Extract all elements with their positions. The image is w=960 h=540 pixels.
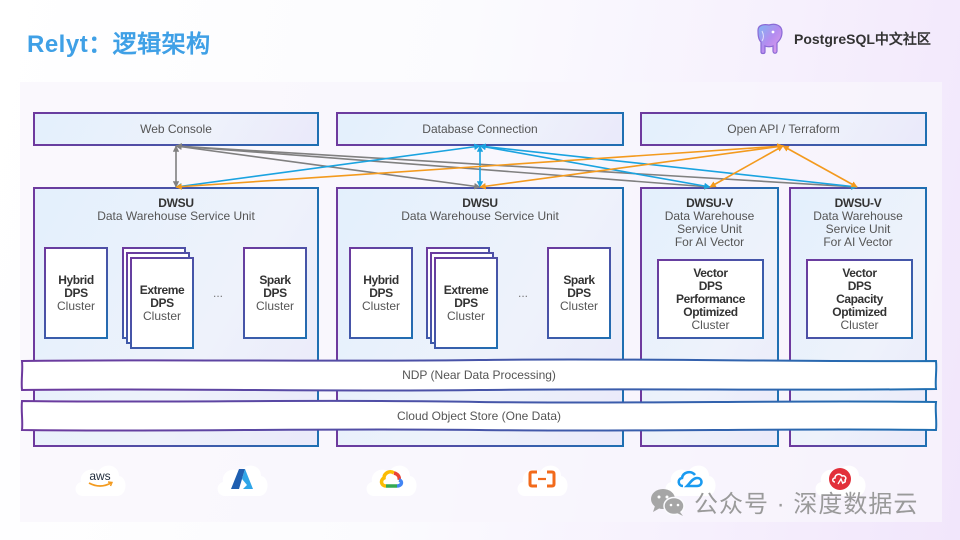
cluster-line: DPS (698, 278, 723, 293)
cloud-badge (75, 465, 126, 496)
cluster-line: Hybrid (363, 272, 399, 287)
brand-name: PostgreSQL中文社区 (794, 31, 931, 47)
cluster-line: Hybrid (58, 272, 94, 287)
postgresql-elephant-icon (757, 23, 783, 55)
watermark: 公众号 · 深度数据云 (650, 484, 918, 519)
cluster-line: Capacity (836, 291, 883, 306)
unit-subtitle: Service Unit (677, 222, 742, 236)
unit-name: DWSU-V (834, 196, 882, 210)
ndp-layer: NDP (Near Data Processing) (20, 358, 938, 392)
database-connection-label: Database Connection (422, 122, 538, 136)
unit-header: DWSU Data Warehouse Service Unit (35, 197, 317, 223)
cluster-line: Spark (259, 272, 291, 287)
web-console-box: Web Console (33, 112, 319, 146)
cluster-line: DPS (150, 295, 174, 310)
cloud-badge (217, 465, 268, 496)
cluster-line: Cluster (142, 308, 181, 323)
tencent-cloud-provider (661, 458, 719, 500)
unit-subtitle: For AI Vector (674, 235, 745, 249)
cluster-line: Cluster (559, 298, 598, 313)
more-clusters-ellipsis: ... (213, 286, 224, 300)
hybrid-dps-cluster: Hybrid DPS Cluster (44, 247, 108, 339)
aws-provider: aws (71, 458, 129, 500)
ndp-layer-shape (20, 358, 938, 392)
storage-layer-shape (20, 399, 938, 432)
storage-label: Cloud Object Store (One Data) (396, 409, 562, 423)
cluster-line: Vector (842, 265, 877, 280)
dwsu-unit-2: DWSU Data Warehouse Service Unit Hybrid … (336, 187, 624, 447)
extreme-dps-cluster: Extreme DPS Cluster (130, 257, 194, 349)
cluster-line: DPS (64, 285, 88, 300)
storage-layer: Cloud Object Store (One Data) (20, 399, 938, 433)
cloud-badge (366, 465, 417, 496)
open-api-box: Open API / Terraform (640, 112, 927, 146)
brand: PostgreSQL中文社区 (752, 22, 931, 56)
cluster-line: DPS (567, 285, 591, 300)
unit-header: DWSU-V Data Warehouse Service Unit For A… (791, 197, 925, 249)
unit-header: DWSU Data Warehouse Service Unit (338, 197, 622, 223)
unit-name: DWSU (158, 196, 194, 210)
unit-subtitle: Data Warehouse (813, 209, 903, 223)
huawei-cloud-icon (829, 468, 851, 490)
unit-header: DWSU-V Data Warehouse Service Unit For A… (642, 197, 777, 249)
cluster-line: DPS (263, 285, 287, 300)
cluster-line: Vector (693, 265, 728, 280)
cluster-line: Extreme (443, 282, 489, 297)
huawei-cloud-provider (811, 458, 869, 500)
hybrid-dps-cluster: Hybrid DPS Cluster (349, 247, 413, 339)
cluster-line: Cluster (361, 298, 400, 313)
ndp-label: NDP (Near Data Processing) (402, 368, 556, 382)
wechat-icon (651, 488, 685, 516)
tencent-cloud-icon (677, 470, 703, 488)
unit-subtitle: Data Warehouse (664, 209, 755, 223)
azure-provider (213, 458, 271, 500)
cluster-line: DPS (369, 285, 393, 300)
unit-subtitle: For AI Vector (823, 235, 893, 249)
google-cloud-provider (362, 458, 420, 500)
azure-icon (231, 469, 253, 489)
cluster-line: Cluster (840, 317, 879, 332)
google-cloud-icon (379, 470, 404, 488)
vector-performance-cluster: Vector DPS Performance Optimized Cluster (657, 259, 764, 339)
spark-dps-cluster: Spark DPS Cluster (547, 247, 611, 339)
spark-dps-cluster: Spark DPS Cluster (243, 247, 307, 339)
extreme-dps-cluster: Extreme DPS Cluster (434, 257, 498, 349)
cluster-line: Optimized (683, 304, 738, 319)
unit-name: DWSU (462, 196, 498, 210)
dwsu-unit-1: DWSU Data Warehouse Service Unit Hybrid … (33, 187, 319, 447)
alibaba-cloud-provider (513, 458, 571, 500)
unit-subtitle: Service Unit (825, 222, 891, 236)
aws-icon: aws (88, 469, 114, 487)
cluster-line: Performance (676, 291, 745, 306)
cluster-line: Spark (563, 272, 595, 287)
unit-subtitle: Data Warehouse Service Unit (401, 209, 559, 223)
aws-text: aws (89, 469, 110, 483)
vector-capacity-cluster: Vector DPS Capacity Optimized Cluster (806, 259, 913, 339)
cluster-line: DPS (847, 278, 872, 293)
cluster-line: Optimized (832, 304, 887, 319)
cluster-line: Extreme (139, 282, 185, 297)
cluster-line: Cluster (446, 308, 485, 323)
unit-name: DWSU-V (686, 196, 733, 210)
slide-title: Relyt：逻辑架构 (27, 31, 211, 58)
cluster-line: Cluster (691, 317, 730, 332)
database-connection-box: Database Connection (336, 112, 624, 146)
web-console-label: Web Console (140, 122, 212, 136)
open-api-label: Open API / Terraform (727, 122, 840, 136)
watermark-text: 公众号 · 深度数据云 (694, 491, 919, 518)
cluster-line: Cluster (255, 298, 294, 313)
alibaba-cloud-icon (528, 470, 556, 488)
cluster-line: DPS (454, 295, 478, 310)
unit-subtitle: Data Warehouse Service Unit (97, 209, 255, 223)
cluster-line: Cluster (56, 298, 95, 313)
more-clusters-ellipsis: ... (518, 286, 529, 300)
